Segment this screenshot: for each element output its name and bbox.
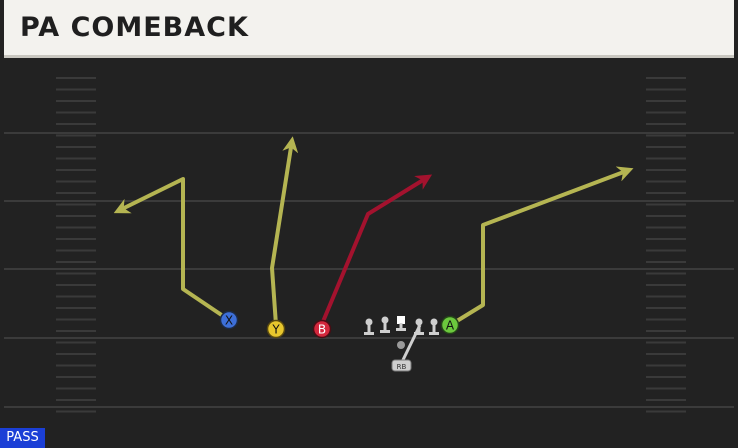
qb-dropback-dot [397,341,405,349]
route-a [450,166,634,326]
lineman [380,316,390,333]
lineman [414,318,424,335]
lineman [364,318,374,335]
player-x-label: X [225,314,233,328]
left-hash-marks [56,77,96,413]
rb-label: RB [397,363,407,371]
player-y-label: Y [271,323,280,337]
lineman [429,318,439,335]
play-title-bar: PA COMEBACK [4,0,734,58]
rb-player[interactable]: RB [391,359,412,372]
route-rb [400,324,422,363]
play-type-badge: PASS [0,428,45,448]
route-x [113,177,228,320]
player-b-label: B [318,323,326,337]
player-a[interactable]: A [440,315,460,335]
play-title: PA COMEBACK [20,12,249,43]
yard-lines [4,132,734,408]
field [4,61,734,448]
right-hash-marks [646,77,686,413]
center-lineman [396,316,406,331]
player-y[interactable]: Y [266,319,286,339]
player-b[interactable]: B [312,319,332,339]
offensive-line [364,316,439,335]
route-b [320,174,433,325]
route-y [270,136,299,326]
player-x[interactable]: X [219,310,239,330]
player-a-label: A [446,319,455,333]
